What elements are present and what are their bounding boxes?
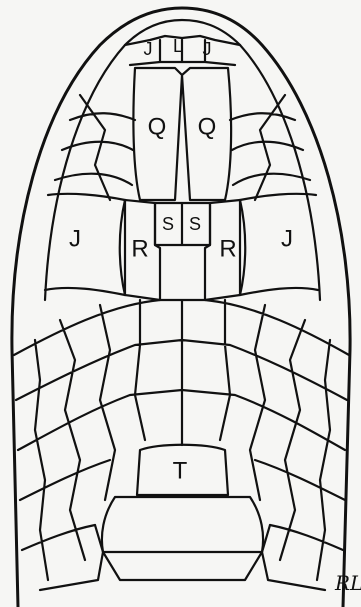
label-j-mid-left: J (69, 225, 81, 252)
label-j-top-left: J (144, 39, 153, 59)
upper-side-scales (55, 95, 310, 200)
label-s-right: S (189, 214, 201, 234)
label-t-bottom: T (173, 457, 188, 484)
label-q-right: Q (198, 113, 217, 140)
chin-scales (40, 525, 325, 590)
label-j-mid-right: J (281, 225, 293, 252)
bottom-plate (102, 497, 263, 552)
label-q-left: Q (148, 113, 167, 140)
label-j-top-right: J (203, 39, 212, 59)
artist-signature: RLC (334, 571, 361, 595)
label-s-left: S (162, 214, 174, 234)
label-r-right: R (219, 235, 236, 262)
label-r-left: R (131, 235, 148, 262)
lower-scale-network (14, 300, 349, 580)
label-l-top: L (173, 36, 183, 56)
